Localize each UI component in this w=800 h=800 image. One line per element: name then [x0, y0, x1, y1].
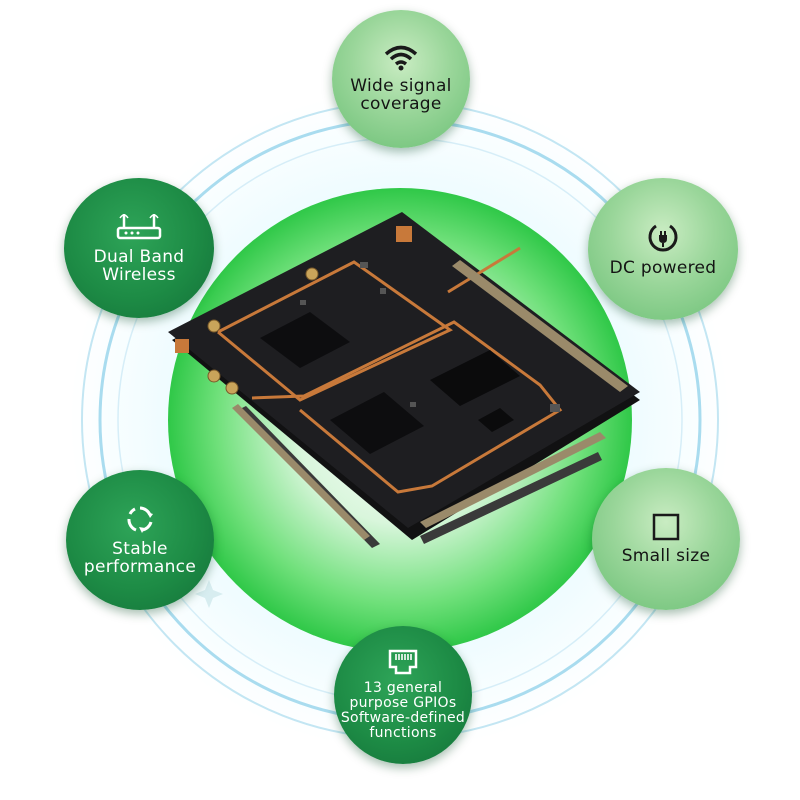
- recycle-arrows-icon: [127, 506, 153, 533]
- memory-chip: [430, 350, 520, 406]
- header-pads: [232, 260, 628, 540]
- feature-label: Wide signal coverage: [350, 76, 452, 114]
- feature-dc-powered: DC powered: [588, 178, 738, 320]
- feature-label: Stable performance: [83, 539, 197, 577]
- feature-wide-signal-coverage: Wide signal coverage: [332, 10, 470, 148]
- cpu-chip: [260, 312, 350, 368]
- router-icon: [116, 214, 162, 240]
- wifi-icon: [384, 45, 418, 71]
- feature-label: DC powered: [609, 258, 717, 278]
- flash-chip: [478, 408, 514, 432]
- power-plug-icon: [648, 224, 678, 252]
- feature-dual-band-wireless: Dual Band Wireless: [64, 178, 214, 318]
- soc-chip: [330, 392, 424, 454]
- feature-label: Small size: [621, 546, 711, 566]
- antenna-connectors: [207, 267, 319, 395]
- copper-traces: [217, 246, 563, 494]
- smd-components: [300, 262, 560, 412]
- feature-small-size: Small size: [592, 468, 740, 610]
- mounting-pad: [396, 226, 412, 242]
- feature-gpios: 13 general purpose GPIOs Software-define…: [334, 626, 472, 764]
- mounting-pad: [175, 339, 189, 353]
- square-icon: [652, 513, 680, 541]
- feature-label: 13 general purpose GPIOs Software-define…: [340, 680, 466, 741]
- feature-label: Dual Band Wireless: [93, 247, 185, 285]
- ethernet-port-icon: [388, 649, 418, 675]
- feature-stable-performance: Stable performance: [66, 470, 214, 610]
